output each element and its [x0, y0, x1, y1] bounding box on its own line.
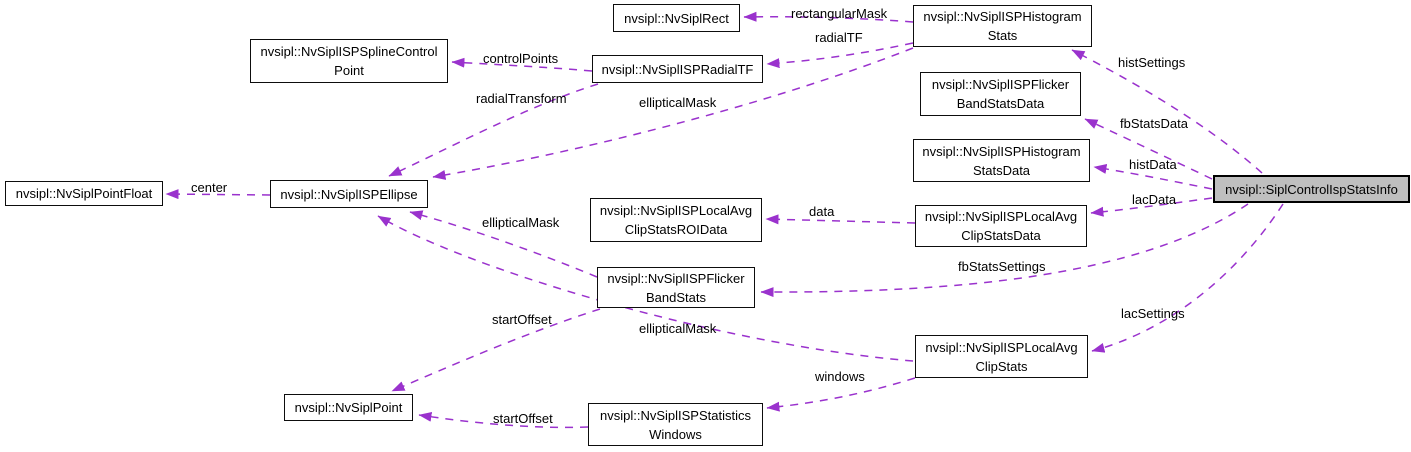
node-isp-histogram-stats[interactable]: nvsipl::NvSiplISPHistogram Stats	[913, 5, 1092, 47]
edge-label-start-offset-sw: startOffset	[493, 411, 553, 426]
edge-rectangular-mask	[743, 11, 914, 23]
edge-label-hist-data: histData	[1129, 157, 1177, 172]
edge-label-data: data	[809, 204, 835, 219]
edge-elliptical-mask-hist	[432, 47, 914, 180]
node-isp-histogram-stats-data[interactable]: nvsipl::NvSiplISPHistogram StatsData	[913, 139, 1090, 182]
node-isp-ellipse[interactable]: nvsipl::NvSiplISPEllipse	[270, 180, 428, 208]
edge-label-elliptical-mask-lac: ellipticalMask	[639, 321, 717, 336]
edge-label-lac-settings: lacSettings	[1121, 306, 1185, 321]
edge-label-elliptical-mask-hist: ellipticalMask	[639, 95, 717, 110]
edge-label-hist-settings: histSettings	[1118, 55, 1186, 70]
edge-label-center: center	[191, 180, 228, 195]
edge-windows	[766, 377, 916, 412]
node-isp-spline-control-point[interactable]: nvsipl::NvSiplISPSplineControl Point	[250, 39, 448, 83]
node-isp-flicker-band-stats[interactable]: nvsipl::NvSiplISPFlicker BandStats	[597, 267, 755, 308]
node-nvsipl-point-float[interactable]: nvsipl::NvSiplPointFloat	[5, 181, 163, 206]
edge-label-start-offset-fb: startOffset	[492, 312, 552, 327]
node-nvsipl-point[interactable]: nvsipl::NvSiplPoint	[284, 394, 413, 421]
node-isp-flicker-band-stats-data[interactable]: nvsipl::NvSiplISPFlicker BandStatsData	[920, 72, 1081, 116]
edge-control-points	[451, 57, 593, 72]
edge-lac-data	[1090, 197, 1213, 217]
edge-label-control-points: controlPoints	[483, 51, 559, 66]
node-sipl-control-isp-stats-info: nvsipl::SiplControlIspStatsInfo	[1213, 175, 1410, 203]
edge-label-fb-stats-data: fbStatsData	[1120, 116, 1188, 131]
node-isp-local-avg-clip-stats-data[interactable]: nvsipl::NvSiplISPLocalAvg ClipStatsData	[915, 205, 1087, 247]
node-isp-radial-tf[interactable]: nvsipl::NvSiplISPRadialTF	[592, 55, 763, 83]
edge-lac-settings	[1091, 203, 1284, 353]
edge-hist-data	[1093, 164, 1213, 190]
edge-label-radial-transform: radialTransform	[476, 91, 567, 106]
edge-radial-transform	[388, 83, 599, 177]
node-nvsipl-rect[interactable]: nvsipl::NvSiplRect	[613, 4, 740, 32]
edge-label-lac-data: lacData	[1132, 192, 1177, 207]
edge-hist-settings	[1071, 49, 1263, 174]
edge-label-fb-stats-settings: fbStatsSettings	[958, 259, 1046, 274]
edge-label-radial-tf: radialTF	[815, 30, 863, 45]
edge-radial-tf	[766, 42, 914, 69]
node-isp-local-avg-clip-stats-roi-data[interactable]: nvsipl::NvSiplISPLocalAvg ClipStatsROIDa…	[590, 198, 762, 242]
edge-label-rectangular-mask: rectangularMask	[791, 6, 888, 21]
edge-start-offset-fb	[391, 308, 601, 392]
edge-fb-stats-data	[1084, 118, 1213, 180]
edge-start-offset-sw	[418, 411, 589, 429]
edge-data	[765, 214, 916, 225]
edge-label-windows: windows	[815, 369, 865, 384]
node-isp-statistics-windows[interactable]: nvsipl::NvSiplISPStatistics Windows	[588, 403, 763, 446]
node-isp-local-avg-clip-stats[interactable]: nvsipl::NvSiplISPLocalAvg ClipStats	[915, 335, 1088, 378]
edge-center	[165, 189, 271, 200]
edge-label-elliptical-mask-fb: ellipticalMask	[482, 215, 560, 230]
edge-elliptical-mask-fb	[409, 210, 598, 278]
edge-fb-stats-settings	[760, 203, 1249, 298]
